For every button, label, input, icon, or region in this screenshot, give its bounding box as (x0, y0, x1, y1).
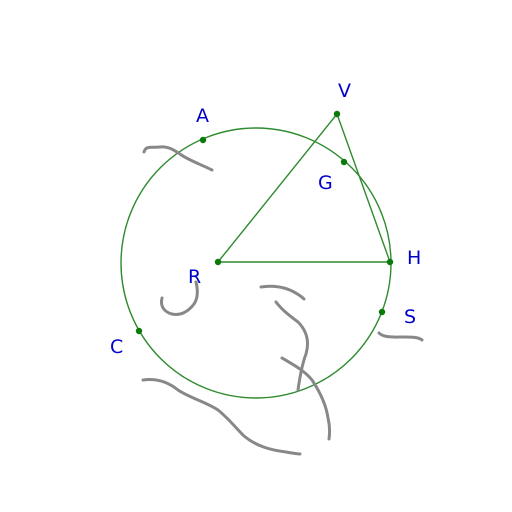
label-R: R (188, 266, 201, 288)
label-G: G (318, 172, 333, 194)
point-G (340, 158, 348, 166)
circle (120, 127, 392, 399)
label-S: S (404, 306, 416, 328)
segment-RV (217, 113, 338, 263)
point-V (333, 110, 341, 118)
point-R (214, 258, 222, 266)
scribble-bottom-left (141, 378, 302, 456)
point-A (199, 136, 207, 144)
label-A: A (196, 105, 209, 127)
scribble-center (274, 300, 310, 392)
point-H (386, 258, 394, 266)
label-H: H (407, 247, 421, 269)
scribble-center-top (259, 284, 306, 301)
scribble-lower-right (280, 356, 332, 441)
label-V: V (338, 80, 351, 102)
point-C (135, 327, 143, 335)
point-S (378, 308, 386, 316)
label-C: C (110, 336, 123, 358)
segment-VH (336, 113, 391, 263)
scribble-near-A (142, 145, 214, 172)
scribble-near-R (160, 280, 199, 316)
scribble-near-S (377, 331, 424, 342)
